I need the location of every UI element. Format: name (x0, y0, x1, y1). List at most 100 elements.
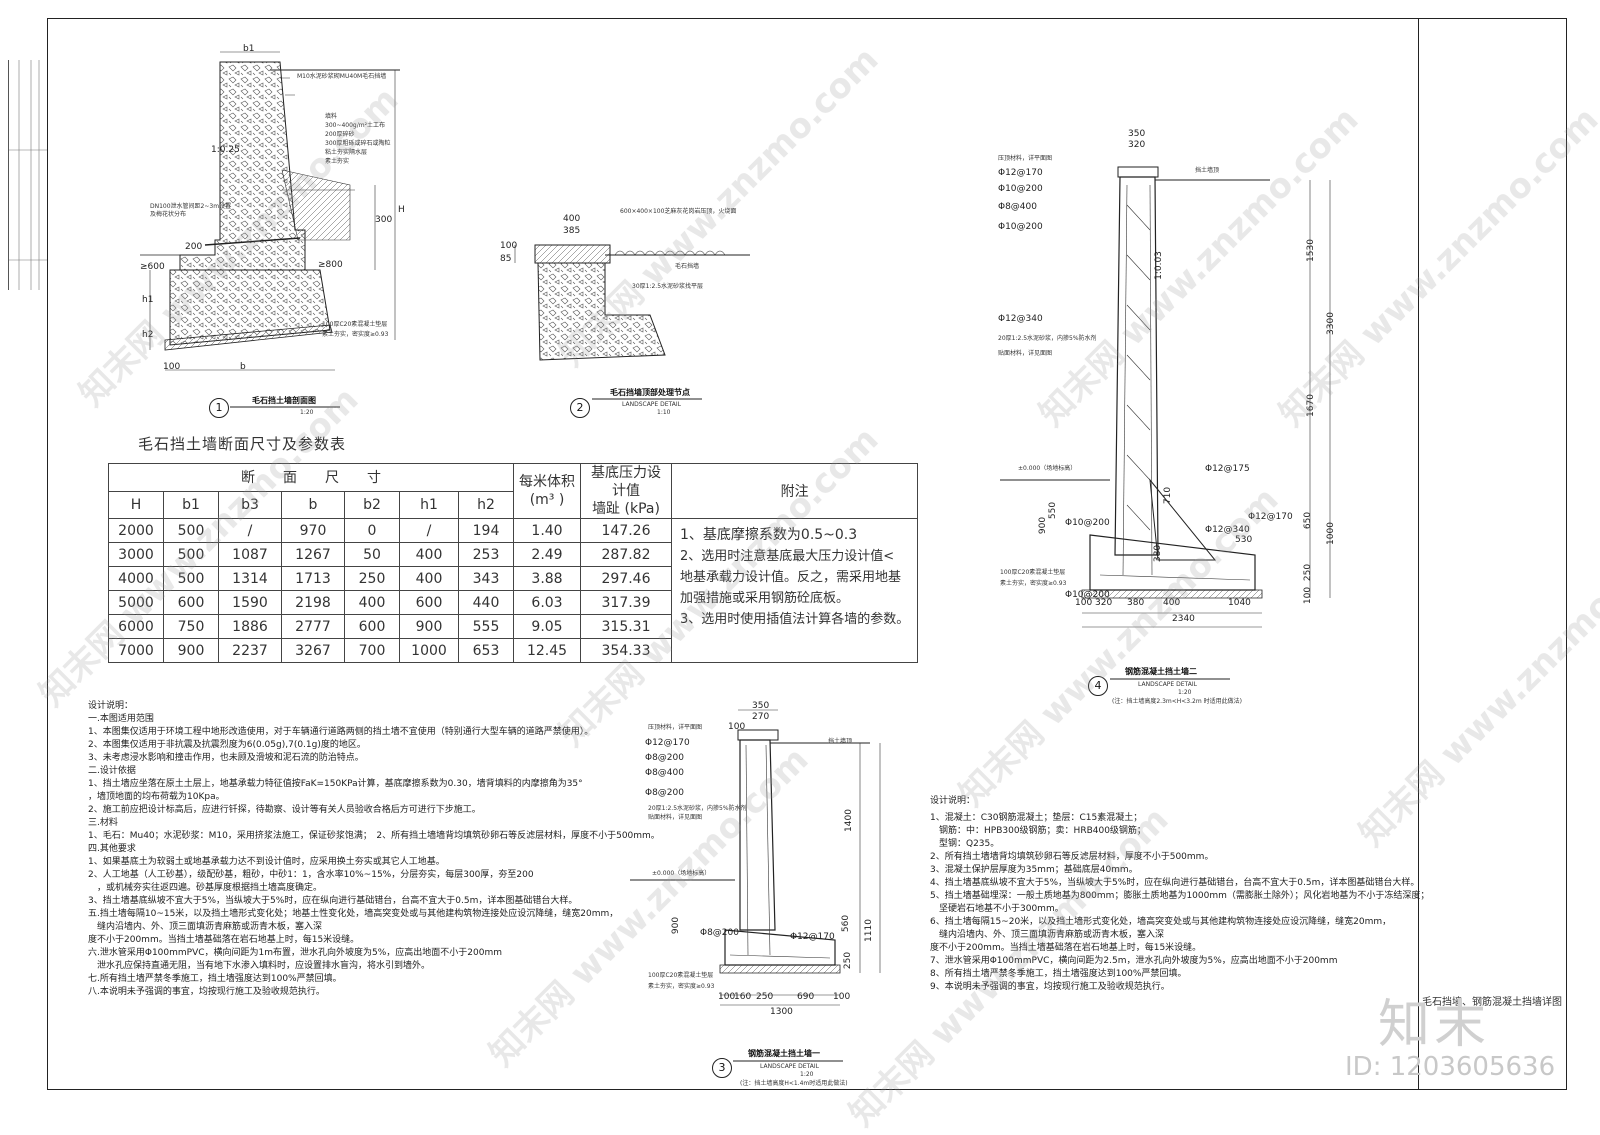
detail-number-2: 2 (570, 398, 590, 418)
label-top-4: 压顶材料，详平面图 (998, 155, 1053, 162)
note-line: 三.材料 (88, 818, 118, 828)
cell: 315.31 (580, 614, 672, 639)
note-line: 2、人工地基（人工砂基），级配砂基，粗砂，中砂1：1，含水率10%~15%，分层… (88, 870, 534, 880)
dim-bottom-2: 160 (734, 992, 752, 1002)
label-base: 100厚C20素混凝土垫层 (648, 972, 714, 979)
cell: 400 (399, 542, 459, 567)
dim4-bottom-2: 320 (1095, 598, 1113, 608)
dim4-bottom-5: 1040 (1228, 598, 1251, 608)
note-line: 泄水孔应保持直通无阻，当有地下水渗入填料时，应设置排水盲沟，将水引到墙外。 (88, 961, 431, 971)
cell: 2237 (218, 638, 282, 663)
note-line: 坚硬岩石地基不小于300mm。 (930, 904, 1064, 914)
dim-100d: 100 (1303, 586, 1314, 605)
dim-900: 900 (671, 916, 682, 935)
dim4-bottom-4: 400 (1163, 598, 1181, 608)
cell: 2198 (281, 590, 345, 615)
note-line: 设计说明： (930, 796, 976, 806)
note-line: ，或机械夯实往返四遍。砂基厚度根据挡土墙高度确定。 (88, 883, 323, 893)
drawing-border (47, 18, 1567, 1090)
cell: 500 (163, 542, 219, 567)
dim-710: 710 (1163, 486, 1174, 505)
label-slope-4: 1:0.03 (1153, 251, 1164, 280)
detail-3-title: 钢筋混凝土挡土墙一 (748, 1049, 820, 1058)
label-slope: 1:0.25 (211, 145, 240, 155)
dim-b: b (240, 362, 246, 372)
rebar4-8: Φ12@340 (1205, 525, 1250, 535)
dim-200: 200 (185, 242, 203, 252)
dim-bottom-4: 690 (797, 992, 815, 1002)
rebar-5: Φ8@200 (700, 928, 739, 938)
dim-250: 250 (843, 951, 854, 970)
dim-bottom-1: 100 (718, 992, 736, 1002)
remark-line: 加强措施或采用钢筋砼底板。 (680, 591, 850, 606)
note-line: 缝内沿墙内、外、顶三面填沥青麻筋或沥青木板，塞入深 (88, 922, 323, 932)
note-line: 七.所有挡土墙严禁冬季施工，挡土墙强度达到100%严禁回填。 (88, 974, 342, 984)
cell: 1087 (218, 542, 282, 567)
dim-h2: h2 (142, 330, 154, 340)
dim-1110: 1110 (863, 919, 874, 942)
cell: / (218, 518, 282, 543)
design-notes-right: 设计说明： 1、混凝土：C30钢筋混凝土；垫层：C15素混凝土； 钢筋：中：HP… (930, 795, 1429, 994)
label-grade-4: ±0.000（场地标高） (1018, 465, 1077, 472)
remarks-cell: 1、基底摩擦系数为0.5~0.3 2、选用时注意基底最大压力设计值< 地基承载力… (670, 518, 919, 663)
label-facing-4: 贴面材料，详见面图 (998, 350, 1053, 357)
cell: 343 (458, 566, 514, 591)
dim-1670: 1670 (1305, 394, 1316, 417)
cell: 600 (163, 590, 219, 615)
detail-4-title: 钢筋混凝土挡土墙二 (1125, 667, 1197, 676)
note-layer-6: 素土夯实 (325, 158, 350, 165)
table-header-group: 断 面 尺 寸 (108, 463, 514, 492)
cell: 900 (399, 614, 459, 639)
note-line: 度不小于200mm。当挡土墙基础落在岩石地基上时，每15米设缝。 (88, 935, 360, 945)
detail-2-scale: 1:10 (657, 409, 671, 416)
col-header: H (108, 490, 164, 519)
rebar4-1: Φ12@170 (998, 168, 1043, 178)
table-header-pressure: 基底压力设计值 墙趾 (kPa) (580, 463, 672, 519)
detail-4-subtitle: LANDSCAPE DETAIL (1138, 681, 1197, 688)
detail-4-note: (注：挡土墙高度2.3m<H<3.2m 时适用此做法) (1112, 698, 1242, 705)
dim-530: 530 (1235, 535, 1253, 545)
cell: 12.45 (513, 638, 581, 663)
note-line: 4、挡土墙基底纵坡不宜大于5%，当纵坡大于5%时，应在纵向进行基础错台，台高不宜… (930, 878, 1420, 888)
note-line: 3、挡土墙基底纵坡不宜大于5%，当纵坡大于5%时，应在纵向进行基础错台，台高不宜… (88, 896, 578, 906)
detail-number-3: 3 (712, 1058, 732, 1078)
cell: 2000 (108, 518, 164, 543)
cell: 1713 (281, 566, 345, 591)
note-line: 2、本图集仅适用于非抗震及抗震烈度为6(0.05g),7(0.1g)度的地区。 (88, 740, 366, 750)
note-line: 8、所有挡土墙严禁冬季施工，挡土墙强度达到100%严禁回填。 (930, 969, 1187, 979)
cell: 400 (344, 590, 400, 615)
dim-400: 400 (563, 214, 581, 224)
cell: 3.88 (513, 566, 581, 591)
dim-total: 1300 (770, 1007, 793, 1017)
cell: 297.46 (580, 566, 672, 591)
dim-100c: 100 (728, 722, 746, 732)
rebar-6: Φ12@170 (790, 932, 835, 942)
dim-250d: 250 (1303, 563, 1314, 582)
detail-number-1: 1 (209, 398, 229, 418)
dim-100b: 100 (500, 241, 518, 251)
detail-3-note: (注：挡土墙高度H<1.4m时适用此做法) (740, 1080, 848, 1087)
detail-3-subtitle: LANDSCAPE DETAIL (760, 1063, 819, 1070)
note-line: 四.其他要求 (88, 844, 136, 854)
note-drain: DN100泄水管间距2~3m设置 (150, 203, 232, 210)
cell: 317.39 (580, 590, 672, 615)
cell: 900 (163, 638, 219, 663)
cell: 6.03 (513, 590, 581, 615)
dim-350: 350 (752, 701, 770, 711)
design-notes-left: 设计说明： 一.本图适用范围 1、本图集仅适用于环境工程中地形改造使用，对于车辆… (88, 700, 660, 999)
rebar4-10: Φ10@200 (1065, 590, 1110, 600)
detail-4-scale: 1:20 (1178, 689, 1192, 696)
cell: 400 (399, 566, 459, 591)
rebar4-9: Φ12@170 (1248, 512, 1293, 522)
note-line: 六.泄水管采用Φ100mmPVC，横向间距为1m布置，泄水孔向外坡度为5%，应高… (88, 948, 503, 958)
cell: 9.05 (513, 614, 581, 639)
rebar4-6: Φ12@175 (1205, 464, 1250, 474)
dim-900d: 900 (1038, 516, 1049, 535)
cell: 5000 (108, 590, 164, 615)
note-base-2: 素土夯实，密实度≥0.93 (322, 331, 389, 338)
label-soil: 素土夯实，密实度≥0.93 (648, 983, 715, 990)
cell: 1000 (399, 638, 459, 663)
cell: 7000 (108, 638, 164, 663)
